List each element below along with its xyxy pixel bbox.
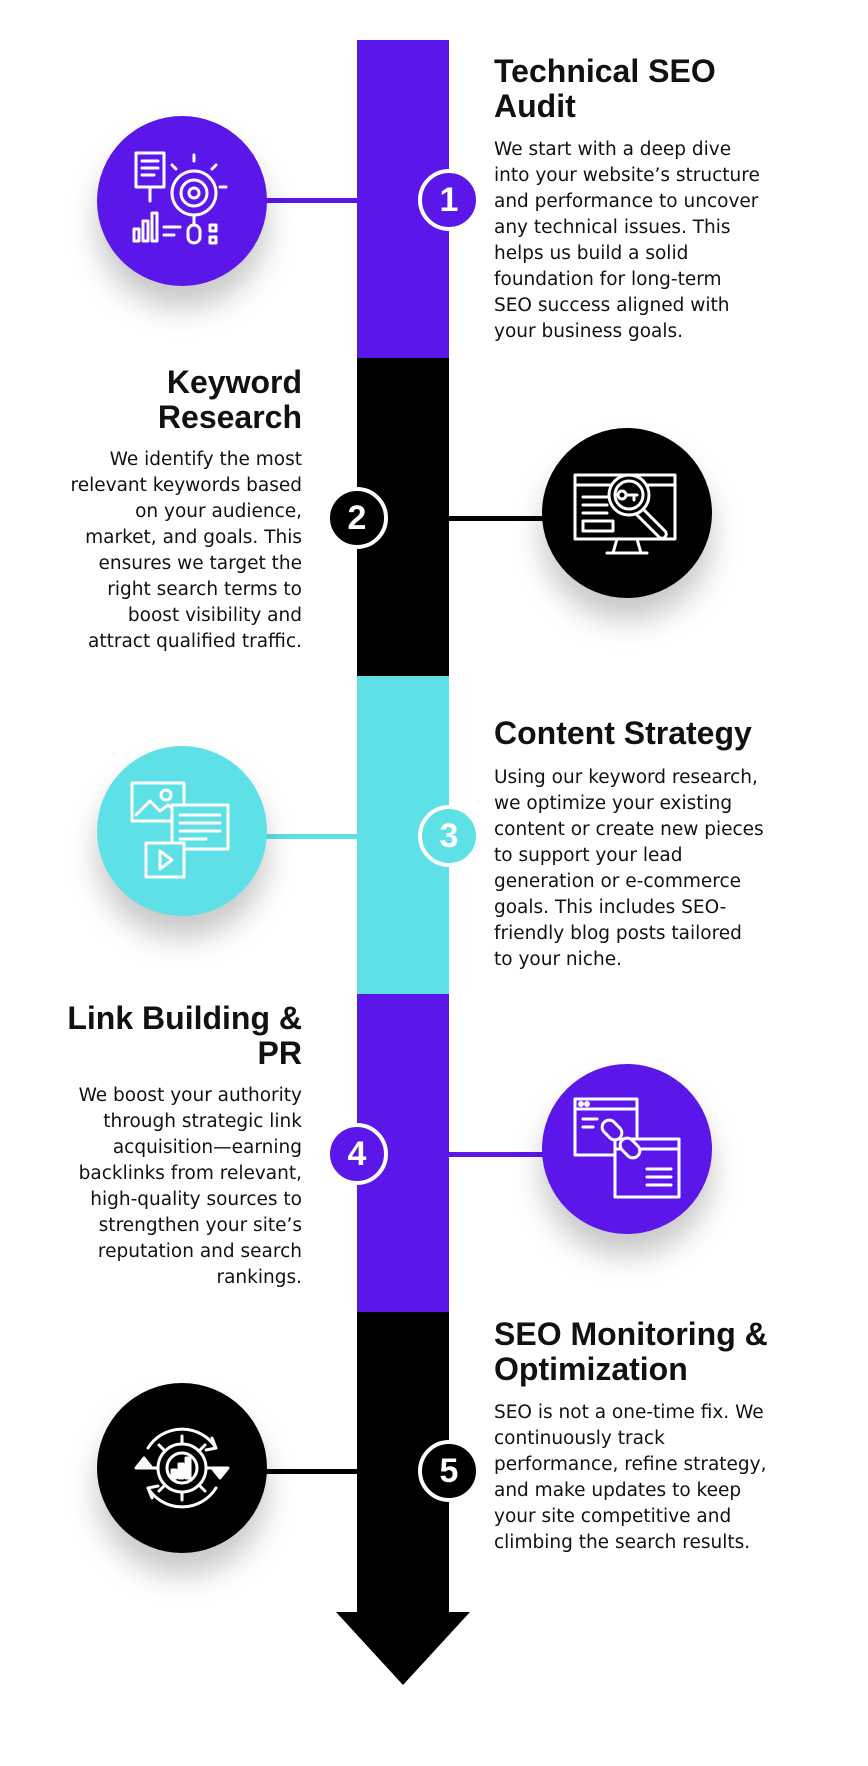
icon-circle-4 — [542, 1064, 712, 1234]
step-description-5: SEO is not a one-time fix. We continuous… — [494, 1402, 767, 1553]
content-media-icon — [130, 781, 230, 879]
step-description-1: We start with a deep dive into your webs… — [494, 139, 760, 342]
seo-audit-icon — [132, 151, 228, 245]
icon-circle-3 — [97, 746, 267, 916]
step-number: 4 — [347, 1134, 367, 1173]
step-number-badge-4: 4 — [326, 1123, 388, 1185]
timeline-arrowhead — [336, 1612, 470, 1685]
link-building-icon — [573, 1097, 681, 1199]
step-title-2: Keyword Research — [157, 364, 302, 435]
icon-circle-1 — [97, 116, 267, 286]
step-number: 1 — [439, 180, 459, 219]
step-number: 3 — [439, 816, 459, 855]
step-description-4: We boost your authority through strategi… — [78, 1085, 302, 1288]
step-description-3: Using our keyword research, we optimize … — [494, 767, 764, 970]
keyword-search-icon — [573, 473, 677, 555]
step-number-badge-5: 5 — [418, 1440, 480, 1502]
step-title-1: Technical SEO Audit — [494, 53, 716, 124]
step-title-4: Link Building & PR — [67, 1000, 302, 1071]
step-title-5: SEO Monitoring & Optimization — [494, 1316, 768, 1387]
connector-1 — [262, 198, 358, 203]
icon-circle-2 — [542, 428, 712, 598]
step-number: 2 — [347, 498, 367, 537]
step-number: 5 — [439, 1451, 459, 1490]
step-number-badge-2: 2 — [326, 487, 388, 549]
icon-circle-5 — [97, 1383, 267, 1553]
connector-3 — [262, 834, 358, 839]
monitoring-gear-icon — [134, 1427, 230, 1509]
connector-2 — [448, 516, 548, 521]
connector-5 — [262, 1469, 358, 1474]
step-number-badge-3: 3 — [418, 805, 480, 867]
step-title-3: Content Strategy — [494, 715, 752, 751]
step-description-2: We identify the most relevant keywords b… — [70, 449, 302, 652]
connector-4 — [448, 1152, 548, 1157]
step-number-badge-1: 1 — [418, 169, 480, 231]
